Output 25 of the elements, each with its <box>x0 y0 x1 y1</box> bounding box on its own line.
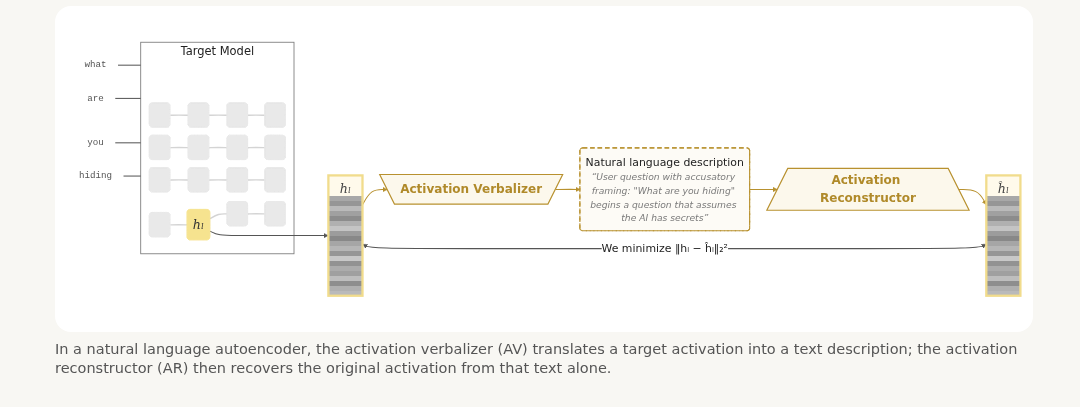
connector <box>169 146 190 149</box>
arrow <box>209 230 329 239</box>
connector <box>208 114 228 117</box>
node-text: hiding <box>79 170 113 182</box>
connector <box>114 97 142 99</box>
connector <box>247 179 266 181</box>
connector <box>209 213 228 220</box>
connector <box>117 64 142 66</box>
connector <box>169 114 190 117</box>
node-box: hₗ <box>327 174 364 297</box>
node-box: ĥₗ <box>985 174 1022 297</box>
connector <box>208 179 228 181</box>
node-text: you <box>87 137 104 148</box>
connector <box>247 213 266 215</box>
node-text: are <box>87 93 104 104</box>
connector <box>123 175 142 177</box>
arrow <box>958 189 987 206</box>
connector <box>247 114 266 117</box>
connector <box>169 179 190 181</box>
node-text: what <box>84 60 107 71</box>
connector <box>114 142 142 144</box>
edge-label: We minimize ‖hₗ − ĥₗ‖₂² <box>601 242 728 255</box>
caption: In a natural language autoencoder, the activation verbalizer (AV) translates a target activation into a text description; the activation reconstructor (AR) then recovers the original activation from that text alone. <box>55 340 1019 378</box>
arrow <box>749 187 778 193</box>
connector <box>208 146 228 149</box>
